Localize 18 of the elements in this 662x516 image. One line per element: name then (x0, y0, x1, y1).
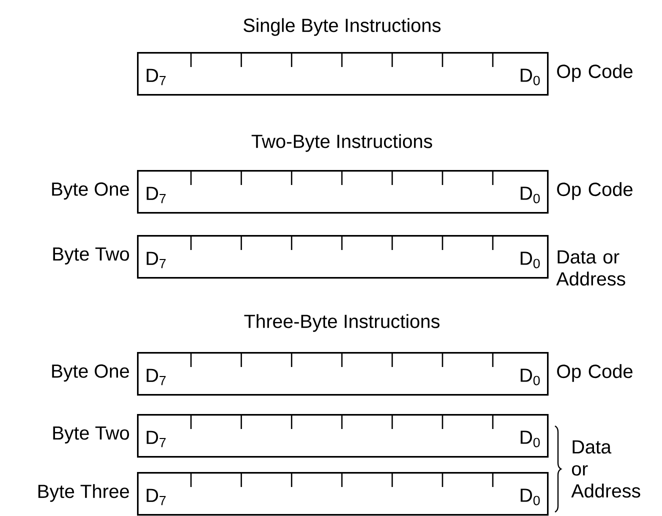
register-box: D$_{7}$ D$_{0}$ (137, 472, 549, 516)
section-heading: Two-Byte Instructions (252, 134, 432, 152)
register-box: D$_{7}$ D$_{0}$ (137, 52, 549, 96)
field-label: Data or Address (571, 440, 640, 498)
byte-label: Byte One (52, 182, 129, 200)
register-box: D$_{7}$ D$_{0}$ (137, 414, 549, 458)
field-label: Op Code (557, 364, 632, 382)
field-label: Op Code (557, 64, 632, 82)
field-label: Data or Address (556, 250, 626, 286)
byte-label: Byte Three (38, 484, 129, 502)
register-box: D$_{7}$ D$_{0}$ (137, 352, 549, 396)
register-box: D$_{7}$ D$_{0}$ (137, 170, 549, 214)
register-box: D$_{7}$ D$_{0}$ (137, 235, 549, 279)
byte-label: Byte One (52, 364, 129, 382)
field-label: Op Code (557, 182, 632, 200)
byte-label: Byte Two (53, 426, 130, 444)
byte-label: Byte Two (53, 248, 130, 264)
section-heading: Three-Byte Instructions (244, 314, 440, 332)
